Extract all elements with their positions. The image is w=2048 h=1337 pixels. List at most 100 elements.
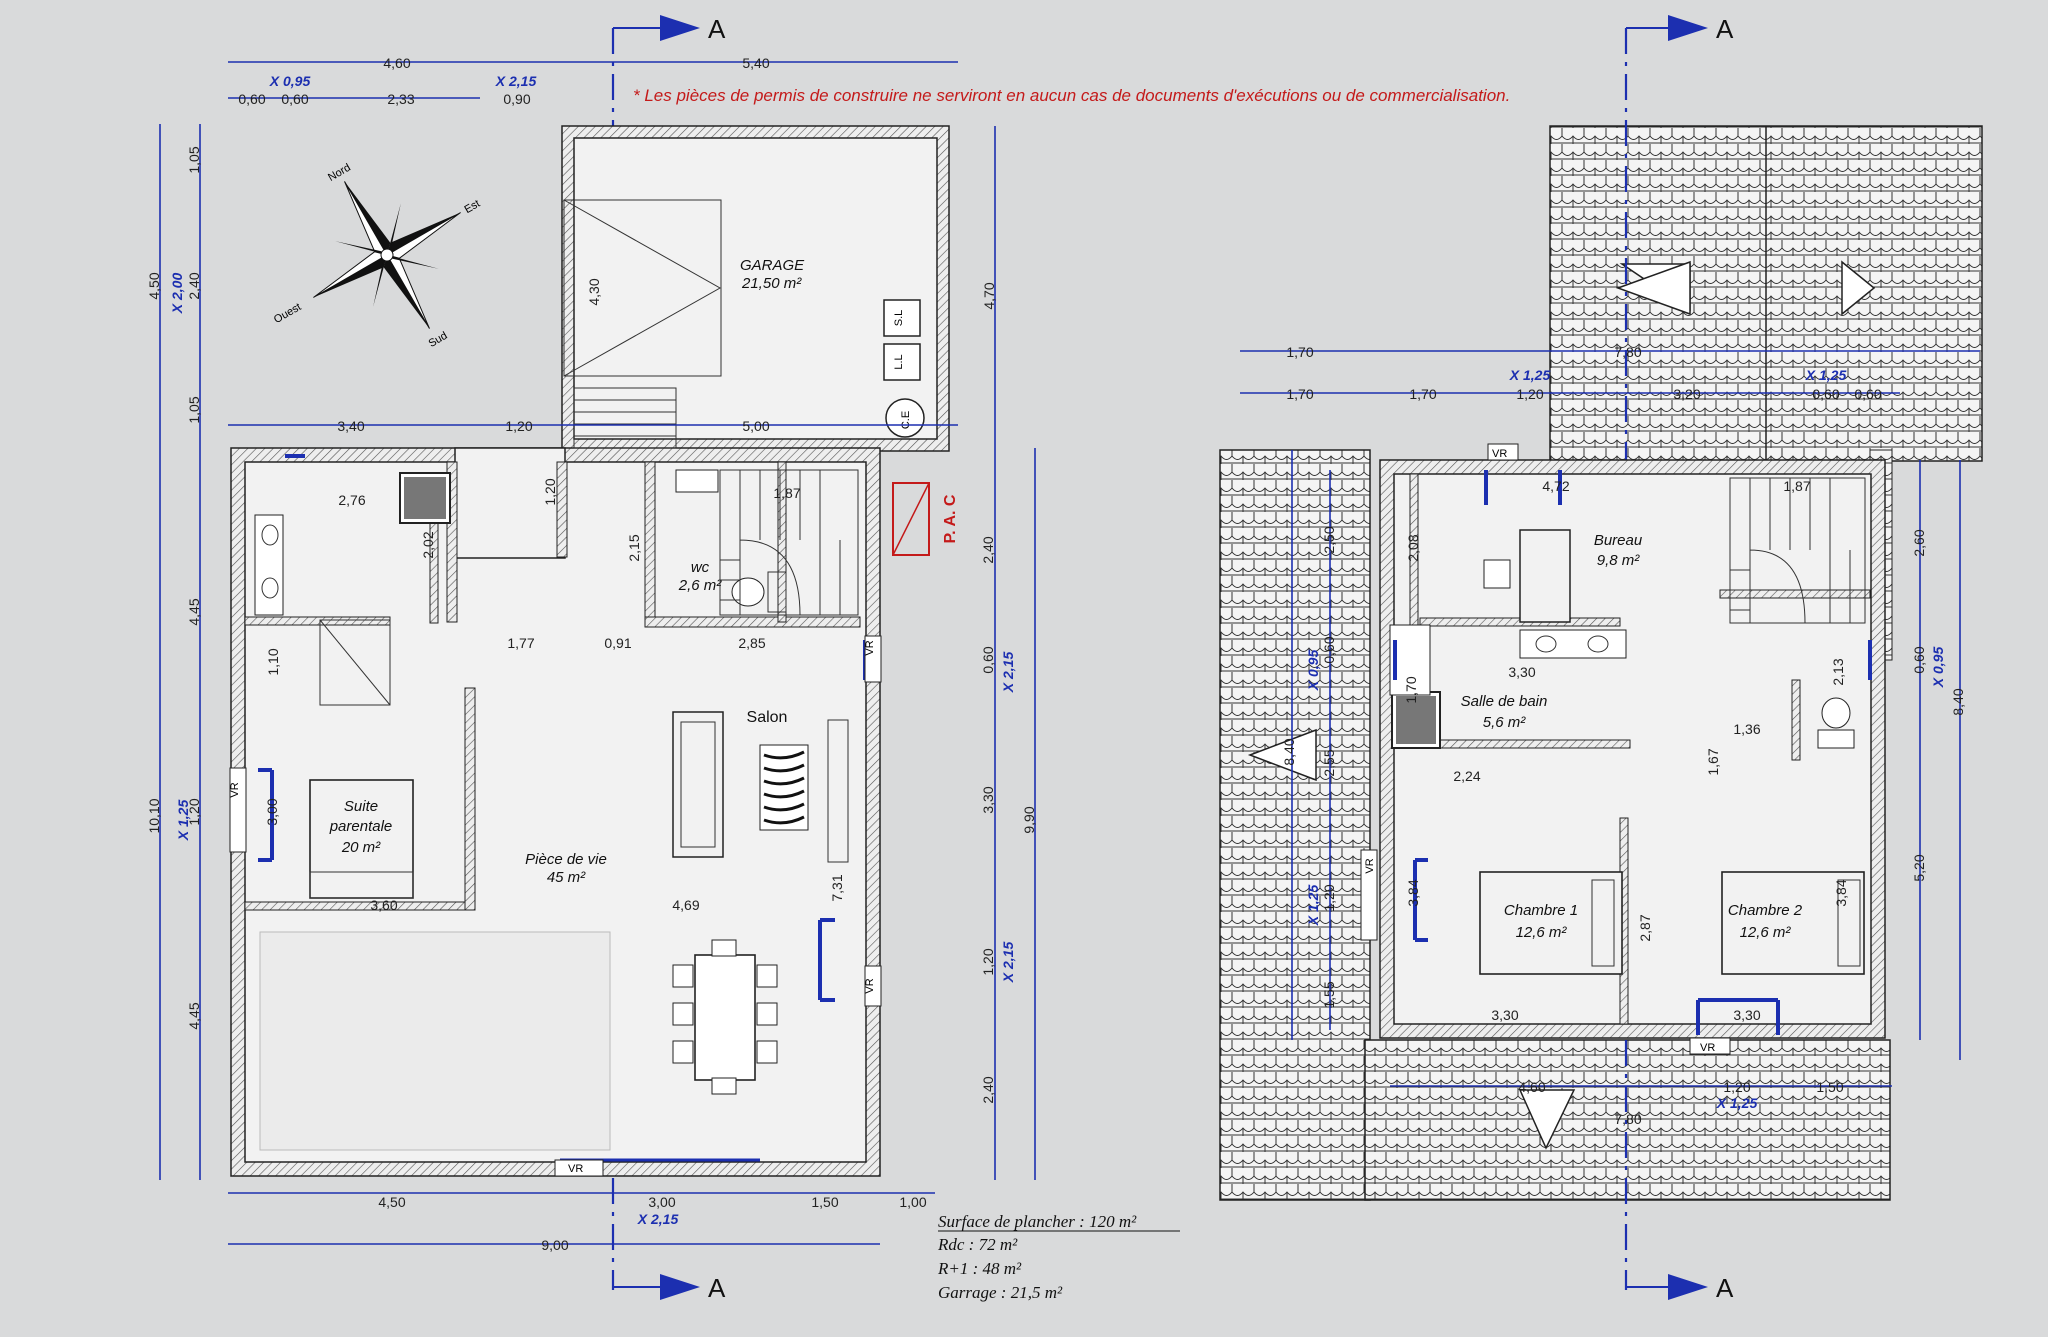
living-area: 45 m² [547,869,586,886]
dim-text: 0,60 [238,91,265,107]
dryer-label: S.L [893,310,905,327]
ground-dimensions [159,61,1036,1245]
dim-text: 1,20 [1516,386,1543,402]
suite-area: 20 m² [341,839,381,856]
dim-text: 1,00 [899,1194,926,1210]
dim-text: 1,36 [1733,721,1760,737]
dim-text: 3,60 [370,897,397,913]
dim-blue-text: X 2,00 [169,273,185,315]
chambre2-name: Chambre 2 [1728,902,1803,919]
dim-blue-text: X 2,15 [1000,942,1016,984]
roof-bottom [1364,1039,1891,1201]
dim-text: 1,20 [186,798,202,825]
kitchen-area [259,931,611,1151]
dining-table [672,939,778,1095]
dim-text: 1,50 [811,1194,838,1210]
dim-text: 4,60 [1518,1079,1545,1095]
permit-notice: * Les pièces de permis de construire ne … [633,86,1510,105]
shutter-label: VR [229,782,241,797]
dim-text: 0,60 [1911,646,1927,673]
dim-text: 10,10 [146,798,162,833]
dim-text: 3,30 [1491,1007,1518,1023]
dim-text: 3,00 [264,798,280,825]
section-marker-bottom-right: A [1626,1273,1734,1303]
dim-text: 1,77 [507,635,534,651]
dim-text: 2,85 [738,635,765,651]
dim-text: 4,70 [981,282,997,309]
heat-pump: P. A. C [892,482,959,556]
dim-text: 2,50 [1321,526,1337,553]
dim-text: 0,91 [604,635,631,651]
surface-rdc: Rdc : 72 m² [937,1235,1018,1254]
compass-north: Nord [326,162,353,184]
shutter-label: VR [1364,858,1376,873]
dim-blue-text: X 1,25 [1716,1095,1758,1111]
dim-text: 4,50 [378,1194,405,1210]
shutter-label: VR [864,640,876,655]
section-marker-top-left: A [613,14,726,44]
dim-text: 1,70 [1286,344,1313,360]
dim-text: 5,00 [742,418,769,434]
surface-title: Surface de plancher : 120 m² [938,1212,1137,1231]
dim-text: 2,13 [1830,658,1846,685]
dim-blue-text: X 1,25 [1509,367,1551,383]
dim-text: 1,20 [980,948,996,975]
dim-text: 4,72 [1542,478,1569,494]
dim-text: 4,60 [383,55,410,71]
dim-text: 3,84 [1833,879,1849,906]
dim-text: 0,90 [503,91,530,107]
dim-text: 7,80 [1614,1111,1641,1127]
office-desk [1483,529,1571,623]
dim-text: 2,24 [1453,768,1480,784]
roof-slope-arrow [1615,260,1691,316]
compass-south: Sud [427,330,450,350]
dim-text: 3,30 [980,786,996,813]
dim-blue-text: X 0,95 [1930,647,1946,689]
shutter-label: VR [1492,448,1507,460]
section-marker-top-right: A [1626,14,1734,44]
first-floor-walls [1379,459,1886,1039]
dim-text: 2,33 [387,91,414,107]
dim-text: 4,69 [672,897,699,913]
compass-rose: Nord Est Sud Ouest [272,162,482,350]
bed-chambre-2 [1721,871,1865,975]
section-marker-bottom-left: A [613,1273,726,1303]
shutter-label: VR [1700,1042,1715,1054]
first-windows: VR VR VR [1360,443,1872,1055]
coffee-table [759,744,809,831]
compass-west: Ouest [272,301,303,326]
water-heater-label: C.E [900,411,912,429]
dim-text: 2,40 [980,1076,996,1103]
dim-blue-text: X 2,15 [1000,652,1016,694]
shutter-label: VR [864,978,876,993]
suite-name-line2: parentale [329,818,393,835]
dim-text: 3,30 [1508,664,1535,680]
section-label: A [1716,14,1734,44]
chambre1-area: 12,6 m² [1516,924,1568,941]
dim-text: 0,60 [1854,386,1881,402]
dim-text: 5,40 [742,55,769,71]
dim-text: 1,05 [186,396,202,423]
dim-text: 1,70 [1286,386,1313,402]
dim-text: 7,31 [829,874,845,901]
surface-r1: R+1 : 48 m² [937,1259,1022,1278]
dim-blue-text: X 1,25 [1805,367,1847,383]
dim-blue-text: X 2,15 [495,73,537,89]
dim-blue-text: X 0,95 [1305,650,1321,692]
dim-text: 0,60 [1812,386,1839,402]
dim-text: 4,30 [586,278,602,305]
heat-pump-label: P. A. C [942,494,959,543]
ground-windows: VR VR VR VR [229,454,882,1177]
dim-text: 3,84 [1405,879,1421,906]
garage-area: 21,50 m² [741,275,802,292]
roof-left [1219,449,1371,1201]
section-label: A [708,14,726,44]
salon-name: Salon [747,709,788,726]
dim-text: 2,87 [1637,914,1653,941]
dim-text: 2,60 [1911,529,1927,556]
dim-text: 0,60 [980,646,996,673]
bureau-name: Bureau [1594,532,1643,549]
dim-text: 2,40 [186,272,202,299]
